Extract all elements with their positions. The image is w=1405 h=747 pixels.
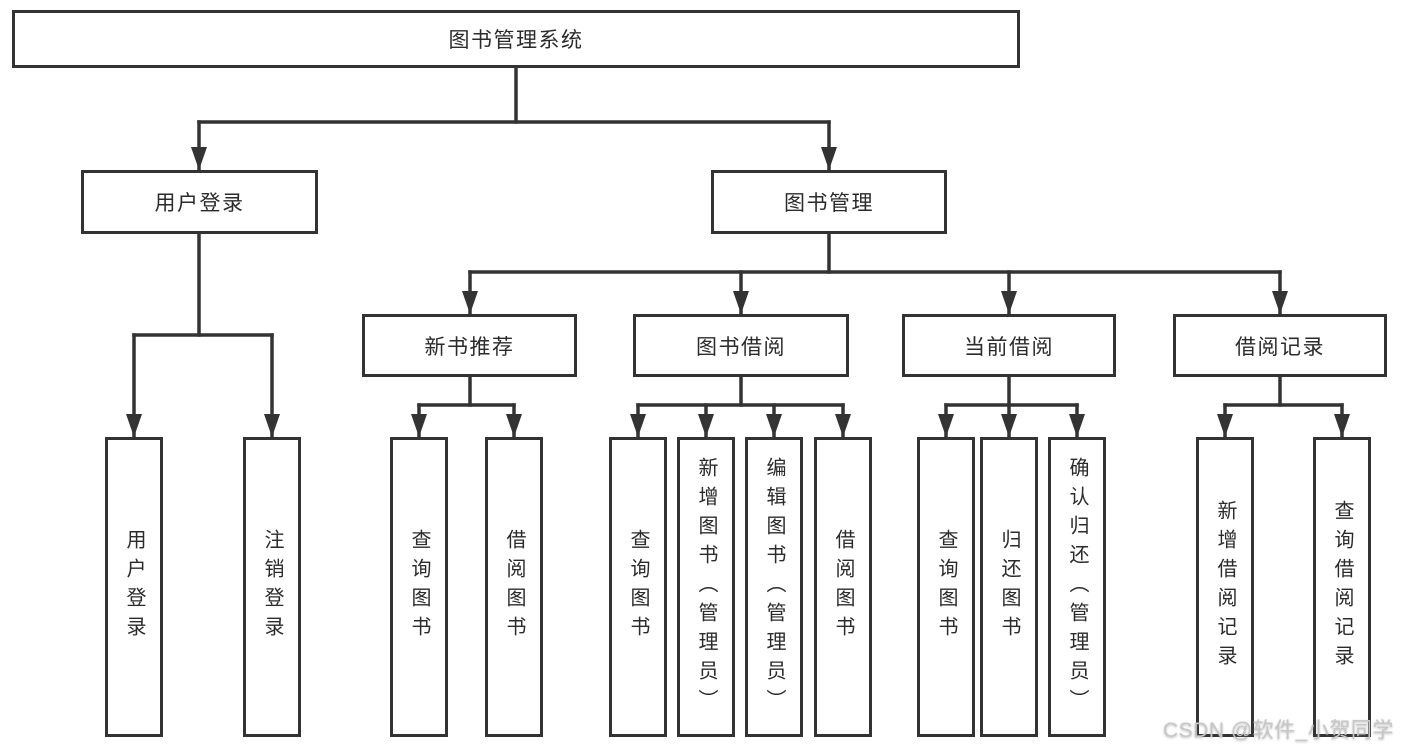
node-label: 图书管理 bbox=[784, 192, 874, 215]
node-library-management-system: 图书管理系统 bbox=[12, 10, 1020, 68]
node-new-book-recommendation: 新书推荐 bbox=[362, 314, 577, 377]
node-label: 用户登录 bbox=[154, 192, 245, 215]
node-current-borrowing: 当前借阅 bbox=[902, 314, 1116, 377]
node-label: 借阅图书 bbox=[503, 529, 525, 645]
node-borrowing-records: 借阅记录 bbox=[1173, 314, 1387, 377]
leaf-confirm-return-admin: 确认归还（管理员） bbox=[1048, 437, 1106, 737]
node-label: 图书管理系统 bbox=[448, 29, 584, 52]
leaf-add-books-admin: 新增图书（管理员） bbox=[677, 437, 735, 737]
leaf-query-books-borrowing: 查询图书 bbox=[609, 437, 667, 737]
leaf-query-borrow-record: 查询借阅记录 bbox=[1313, 437, 1371, 737]
node-book-borrowing: 图书借阅 bbox=[633, 314, 849, 377]
node-label: 确认归还（管理员） bbox=[1066, 456, 1088, 718]
node-label: 编辑图书（管理员） bbox=[763, 456, 785, 718]
node-label: 归还图书 bbox=[998, 529, 1020, 645]
leaf-borrow-books: 借阅图书 bbox=[814, 437, 872, 737]
node-label: 借阅图书 bbox=[832, 529, 854, 645]
leaf-borrow-books-recommend: 借阅图书 bbox=[485, 437, 543, 737]
leaf-edit-books-admin: 编辑图书（管理员） bbox=[745, 437, 803, 737]
node-label: 查询图书 bbox=[627, 529, 649, 645]
node-user-login: 用户登录 bbox=[81, 170, 318, 234]
csdn-watermark: CSDN @软件_小贺同学 bbox=[1163, 719, 1394, 742]
node-book-management: 图书管理 bbox=[711, 170, 947, 234]
leaf-query-books-recommend: 查询图书 bbox=[390, 437, 448, 737]
node-label: 新增借阅记录 bbox=[1214, 500, 1236, 674]
node-label: 用户登录 bbox=[123, 529, 145, 645]
node-label: 新书推荐 bbox=[424, 335, 515, 359]
node-label: 查询图书 bbox=[408, 529, 430, 645]
leaf-logout: 注销登录 bbox=[243, 437, 301, 737]
leaf-user-login: 用户登录 bbox=[105, 437, 163, 737]
node-label: 借阅记录 bbox=[1235, 335, 1325, 359]
leaf-add-borrow-record: 新增借阅记录 bbox=[1196, 437, 1254, 737]
node-label: 查询图书 bbox=[935, 529, 957, 645]
node-label: 查询借阅记录 bbox=[1331, 500, 1353, 674]
node-label: 图书借阅 bbox=[696, 335, 786, 359]
node-label: 新增图书（管理员） bbox=[695, 456, 717, 718]
leaf-return-books: 归还图书 bbox=[980, 437, 1038, 737]
leaf-query-books-current: 查询图书 bbox=[917, 437, 975, 737]
node-label: 注销登录 bbox=[261, 529, 283, 645]
node-label: 当前借阅 bbox=[964, 335, 1054, 359]
